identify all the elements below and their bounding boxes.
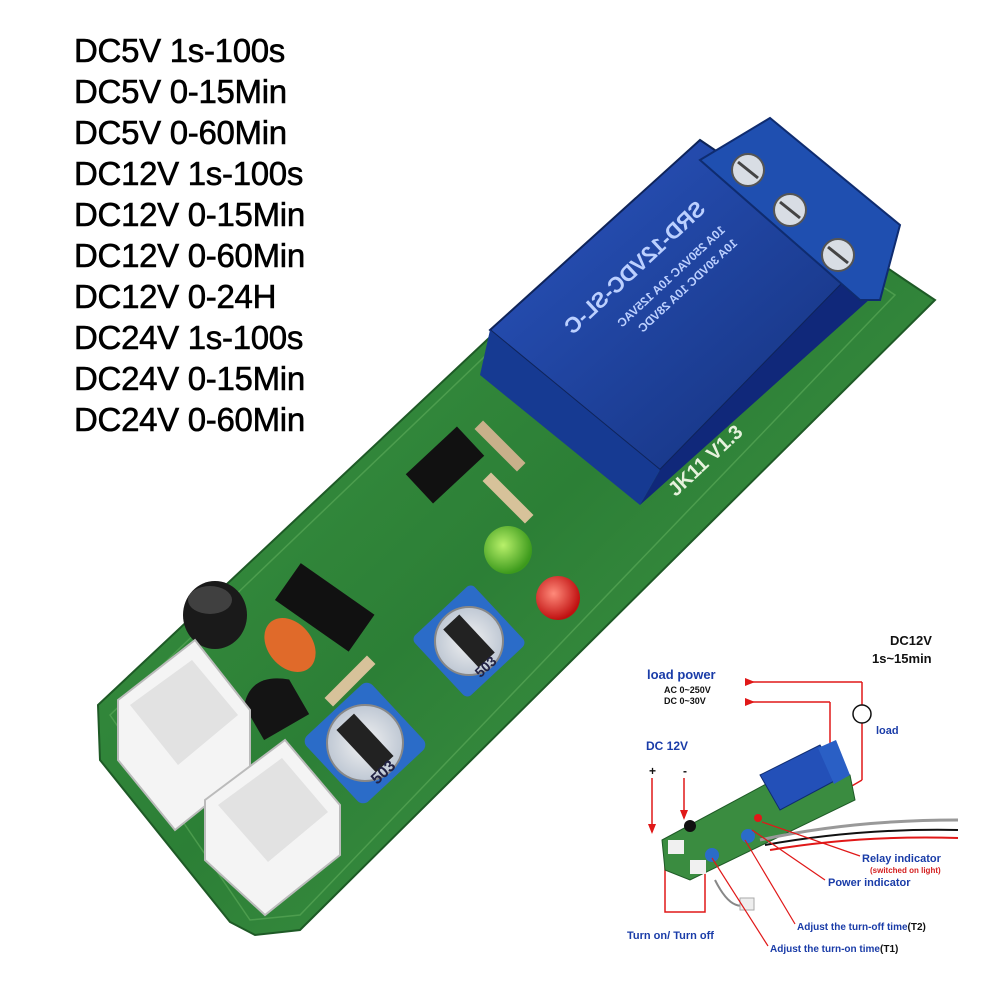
load-label: load: [876, 725, 899, 737]
capacitor: [183, 581, 247, 649]
power-indicator-label: Power indicator: [828, 877, 911, 889]
load-power-label: load power: [647, 667, 716, 682]
diagram-subtitle: 1s~15min: [872, 651, 932, 666]
load-symbol: [852, 704, 872, 724]
ac-range-label: AC 0~250V: [664, 685, 711, 695]
adjust-off-tag: (T2): [908, 922, 926, 933]
spec-item: DC24V 0-15Min: [74, 360, 306, 398]
plus-label: +: [649, 764, 656, 778]
spec-item: DC12V 1s-100s: [74, 155, 304, 193]
adjust-on-tag: (T1): [880, 944, 898, 955]
wiring-diagram: DC12V 1s~15min load power AC 0~250V DC 0…: [627, 633, 959, 955]
spec-item: DC24V 0-60Min: [74, 401, 306, 439]
potentiometer: 503: [413, 585, 525, 697]
turn-on-off-label: Turn on/ Turn off: [627, 930, 714, 942]
minus-label: -: [683, 764, 687, 778]
adjust-off-label: Adjust the turn-off time(T2): [797, 922, 926, 933]
spec-item: DC12V 0-60Min: [74, 237, 306, 275]
spec-item: DC5V 1s-100s: [74, 32, 286, 70]
connector: [204, 738, 341, 917]
dc12v-label: DC 12V: [646, 739, 688, 753]
spec-item: DC12V 0-24H: [74, 278, 277, 316]
spec-item: DC12V 0-15Min: [74, 196, 306, 234]
screw-terminal: [698, 116, 902, 301]
spec-list: DC5V 1s-100s DC5V 0-15Min DC5V 0-60Min D…: [74, 30, 306, 440]
potentiometer: 503: [304, 682, 426, 804]
relay-indicator-note: (switched on light): [870, 866, 941, 875]
spec-item: DC24V 1s-100s: [74, 319, 304, 357]
relay-indicator-label: Relay indicator: [862, 853, 942, 865]
connector: [117, 638, 251, 832]
diagram-title: DC12V: [890, 633, 932, 648]
led-red: [536, 576, 580, 620]
led-green: [484, 526, 532, 574]
dc-range-label: DC 0~30V: [664, 696, 706, 706]
pin-header: [274, 426, 485, 652]
adjust-on-label: Adjust the turn-on time(T1): [770, 944, 898, 955]
spec-item: DC5V 0-15Min: [74, 73, 288, 111]
relay-board-photo: SRD-12VDC-SL-C 10A 250VAC 10A 125VAC 10A…: [96, 116, 937, 937]
spec-item: DC5V 0-60Min: [74, 114, 288, 152]
